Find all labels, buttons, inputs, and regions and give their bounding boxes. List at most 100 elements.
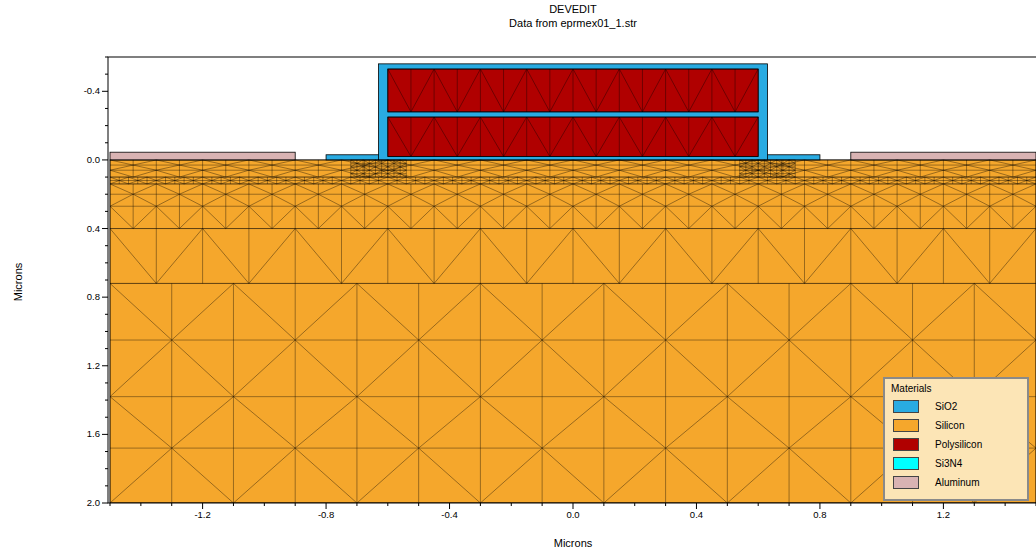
x-tick (819, 503, 820, 509)
aluminum-contact (110, 152, 295, 160)
axis-title: Microns (12, 263, 24, 302)
plot-frame (108, 57, 1036, 503)
y-tick (102, 365, 108, 366)
y-tick (105, 451, 108, 452)
x-tick (295, 503, 296, 506)
y-tick (105, 331, 108, 332)
x-tick (943, 503, 944, 509)
legend-swatch (893, 476, 919, 489)
y-tick (102, 503, 108, 504)
mesh-lines (351, 160, 407, 177)
y-tick (105, 177, 108, 178)
legend-swatch (893, 438, 919, 451)
x-tick (881, 503, 882, 506)
x-tick (110, 503, 111, 506)
x-tick (171, 503, 172, 506)
plot-subtitle: Data from eprmex01_1.str (509, 17, 637, 29)
mesh-lines (388, 69, 758, 112)
legend-entry: Polysilicon (891, 435, 1021, 454)
y-tick (102, 159, 108, 160)
x-tick (634, 503, 635, 506)
tick-label: -0.8 (318, 510, 334, 520)
tick-label: -1.2 (194, 510, 210, 520)
silicon-region (110, 160, 1036, 503)
tick-label: 0.4 (87, 223, 100, 233)
x-tick (233, 503, 234, 506)
legend-swatch (893, 419, 919, 432)
tick-label: 0.4 (690, 510, 703, 520)
x-tick (1005, 503, 1006, 506)
x-tick (758, 503, 759, 506)
legend-label: Aluminum (935, 477, 979, 488)
x-tick (140, 503, 141, 506)
tick-label: -0.4 (441, 510, 457, 520)
y-tick (105, 245, 108, 246)
legend-entry: Aluminum (891, 473, 1021, 492)
x-tick (202, 503, 203, 509)
x-tick (573, 503, 574, 509)
polysilicon-lower (388, 117, 758, 156)
x-tick (850, 503, 851, 506)
y-tick (105, 211, 108, 212)
x-tick (974, 503, 975, 506)
y-tick (105, 348, 108, 349)
oxide-spacer (379, 64, 768, 160)
mesh-lines (388, 117, 758, 156)
y-tick (105, 400, 108, 401)
y-tick (105, 280, 108, 281)
x-tick (449, 503, 450, 509)
mesh-lines (110, 184, 1036, 229)
x-tick (264, 503, 265, 506)
tick-label: 0.0 (566, 510, 579, 520)
y-tick (105, 142, 108, 143)
y-tick (105, 382, 108, 383)
tick-label: 1.2 (87, 361, 100, 371)
tick-label: 0.0 (87, 155, 100, 165)
x-tick (789, 503, 790, 506)
legend-entry: SiO2 (891, 397, 1021, 416)
y-tick (105, 314, 108, 315)
x-tick (665, 503, 666, 506)
y-tick (105, 262, 108, 263)
mesh-lines (110, 283, 1036, 503)
axis-ticks (102, 57, 1036, 509)
tick-label: 1.6 (87, 429, 100, 439)
y-tick (105, 74, 108, 75)
y-tick (105, 57, 108, 58)
y-tick (105, 417, 108, 418)
y-tick (102, 434, 108, 435)
x-tick (326, 503, 327, 509)
mesh-lines (740, 160, 796, 177)
mesh-lines (110, 229, 1036, 284)
tick-label: 2.0 (87, 498, 100, 508)
mesh-lines (110, 177, 1036, 184)
mesh-lines (110, 160, 1036, 177)
legend-label: Polysilicon (935, 439, 982, 450)
plot-title: DEVEDIT (549, 3, 597, 15)
x-tick (356, 503, 357, 506)
legend-box: MaterialsSiO2SiliconPolysiliconSi3N4Alum… (883, 377, 1029, 501)
tick-label: 0.8 (813, 510, 826, 520)
axis-title: Microns (554, 537, 593, 549)
legend-label: Silicon (935, 420, 964, 431)
tick-label: -0.4 (84, 86, 100, 96)
x-tick (696, 503, 697, 509)
y-tick (102, 297, 108, 298)
legend-entry: Si3N4 (891, 454, 1021, 473)
y-tick (105, 485, 108, 486)
x-tick (511, 503, 512, 506)
legend-label: Si3N4 (935, 458, 962, 469)
x-tick (912, 503, 913, 506)
x-tick (542, 503, 543, 506)
y-tick (102, 91, 108, 92)
legend-swatch (893, 457, 919, 470)
y-tick (105, 194, 108, 195)
structure-area (110, 64, 1036, 503)
y-tick (105, 125, 108, 126)
x-tick (727, 503, 728, 506)
x-tick (418, 503, 419, 506)
tick-label: 1.2 (937, 510, 950, 520)
x-tick (480, 503, 481, 506)
